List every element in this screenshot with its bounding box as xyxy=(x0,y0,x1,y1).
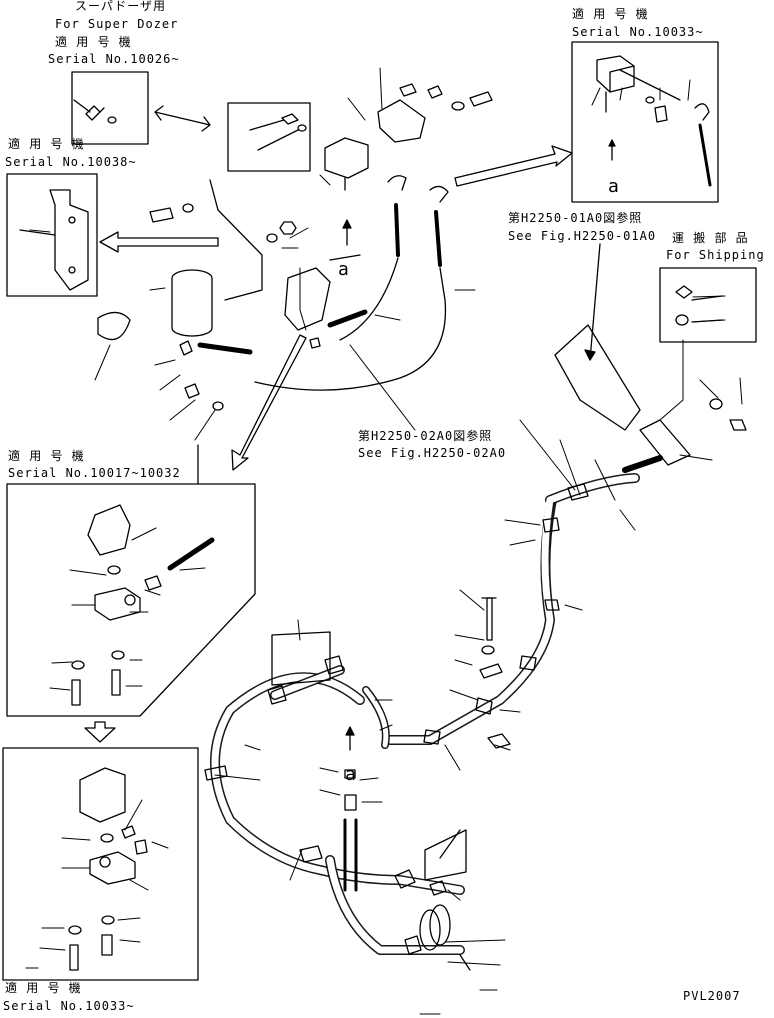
applicable-label-10038: 適 用 号 機 xyxy=(8,136,85,151)
solenoid-block-icon-2 xyxy=(68,767,148,971)
valve-block-inset-icon xyxy=(596,55,712,187)
fig-h2250-01-en-label: See Fig.H2250-01A0 xyxy=(508,229,656,243)
serial-10033-bottom-label: Serial No.10033~ xyxy=(3,999,135,1013)
applicable-label-10033-top: 適 用 号 機 xyxy=(572,6,649,21)
down-arrow-icon xyxy=(84,721,116,743)
applicable-label-10017: 適 用 号 機 xyxy=(8,448,85,463)
inset-box-serial-10038 xyxy=(6,173,98,297)
shipping-en-label: For Shipping xyxy=(666,248,765,262)
shipping-jp-label: 運 搬 部 品 xyxy=(672,230,749,245)
applicable-label-10033-bottom: 適 用 号 機 xyxy=(5,980,82,995)
fig-h2250-01-jp-label: 第H2250-01A0図参照 xyxy=(508,210,642,225)
super-dozer-jp-label: スーパドーザ用 xyxy=(75,0,166,13)
left-arrow-icon xyxy=(99,231,219,253)
upper-fitting-icon xyxy=(249,113,307,151)
leader-lines xyxy=(25,67,743,1015)
down-left-arrow-icon xyxy=(231,334,307,471)
double-arrow-icon xyxy=(154,105,211,132)
view-a-label-top: a xyxy=(338,259,350,280)
inset-box-shipping xyxy=(659,267,757,343)
fig-h2250-02-jp-label: 第H2250-02A0図参照 xyxy=(358,428,492,443)
view-a-label-inset: a xyxy=(608,176,620,197)
bracket-plate-icon xyxy=(19,189,89,291)
lower-hose-routing xyxy=(204,631,471,971)
serial-10026-label: Serial No.10026~ xyxy=(48,52,180,66)
drawing-code: PVL2007 xyxy=(683,989,741,1003)
super-dozer-en-label: For Super Dozer xyxy=(55,17,178,31)
shipping-parts-icon xyxy=(675,285,723,326)
fitting-icon xyxy=(73,99,117,124)
inset-box-serial-10017-10032 xyxy=(6,444,256,717)
inset-box-upper-fitting xyxy=(227,102,311,172)
inset-box-super-dozer xyxy=(71,71,149,145)
inset-box-serial-10033 xyxy=(571,41,719,203)
inset-box-serial-10033-bottom xyxy=(2,747,199,981)
serial-10038-label: Serial No.10038~ xyxy=(5,155,137,169)
view-a-label-bottom: a xyxy=(345,764,357,785)
serial-10033-top-label: Serial No.10033~ xyxy=(572,25,704,39)
serial-10017-10032-label: Serial No.10017~10032 xyxy=(8,466,181,480)
right-hose-assembly xyxy=(385,243,747,749)
right-arrow-icon xyxy=(454,145,573,187)
applicable-label-10026: 適 用 号 機 xyxy=(55,34,132,49)
upper-hydraulic-assembly xyxy=(97,83,493,411)
fig-h2250-02-en-label: See Fig.H2250-02A0 xyxy=(358,446,506,460)
solenoid-block-icon-1 xyxy=(71,504,215,706)
